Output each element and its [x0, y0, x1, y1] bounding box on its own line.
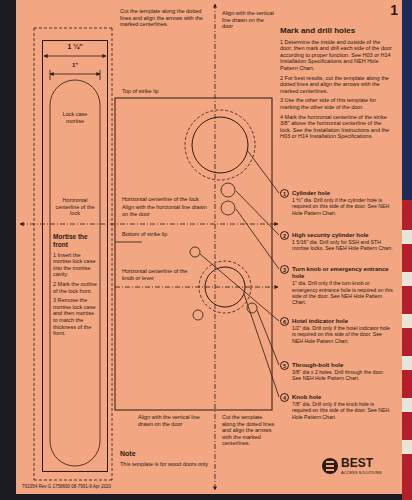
mortise-panel: Lock case mortiseHorizontal centerline o…	[42, 40, 108, 472]
centerline-label: Horizontal centerline of the lock	[122, 196, 212, 203]
callout-heading: Hotel indicator hole	[292, 318, 394, 325]
instruction-step: 2 For best results, cut the template alo…	[280, 75, 394, 95]
callout-text: 1/2" dia. Drill only if the hotel indica…	[292, 325, 394, 344]
part-number: T61954 Rev G 1758690 08-7991-9 Apr 2020	[22, 484, 192, 489]
callout-heading: High security cylinder hole	[292, 232, 394, 239]
instruction-step: 3 Use the other side of this template fo…	[280, 97, 394, 110]
align-note: Align with the vertical line drawn on th…	[222, 10, 274, 30]
paper-sheet	[16, 0, 402, 494]
note-heading: Note	[120, 450, 180, 458]
callout-item: 4Knob hole7/8" dia. Drill only if the kn…	[280, 393, 394, 420]
centerline-label: Horizontal centerline of the lock	[53, 197, 97, 217]
template-lines	[20, 4, 279, 490]
callout-text: 1 ½" dia. Drill only if the cylinder hol…	[292, 197, 394, 216]
logo-mark	[322, 458, 338, 474]
dimension: 1"	[60, 62, 90, 69]
callout-number: 1	[280, 189, 289, 198]
align-note: Align with the vertical line drawn on th…	[138, 414, 210, 427]
callout-number: 5	[280, 361, 289, 370]
callout-number: 6	[280, 317, 289, 326]
section-heading: Mortise the front	[53, 233, 97, 249]
instruction-step: 3 Remove the mortise lock case and then …	[53, 297, 97, 337]
note-text: This template is for wood doors only	[120, 461, 210, 468]
callout-item: 6Hotel indicator hole1/2" dia. Drill onl…	[280, 317, 394, 344]
section-heading: Mark and drill holes	[280, 26, 394, 36]
strike-lip-label: Bottom of strike lip	[122, 231, 202, 238]
instruction-step: 4 Mark the horizontal centerline of the …	[280, 114, 394, 140]
callout-heading: Turn knob or emergency entrance hole	[292, 266, 394, 280]
callout-text: 1" dia. Drill only if the turn knob or e…	[292, 280, 394, 305]
instruction-step: 1 Insert the mortise lock case into the …	[53, 252, 97, 278]
dimension: 1 ¼"	[52, 43, 98, 51]
callout-heading: Knob hole	[292, 394, 394, 401]
flag-stripes	[402, 0, 412, 500]
callout-text: 1 5/16" dia. Drill only for SSH and STH …	[292, 239, 394, 251]
brand-name: BEST	[341, 456, 397, 470]
align-note: Align with the horizontal line drawn on …	[122, 204, 212, 217]
callout-heading: Through-bolt hole	[292, 362, 394, 369]
callout-number: 3	[280, 265, 289, 274]
callout-item: 3Turn knob or emergency entrance hole1" …	[280, 265, 394, 305]
callout-heading: Cylinder hole	[292, 190, 394, 197]
cut-instruction: Cut the template along the dotted lines …	[120, 8, 208, 28]
callout-number: 4	[280, 393, 289, 402]
instruction-step: 1 Determine the inside and outside of th…	[280, 39, 394, 72]
strike-lip-label: Top of strike lip	[122, 88, 202, 95]
instruction-step: 2 Mark the outline of the lock front.	[53, 281, 97, 294]
cut-instruction: Cut the template along the dotted lines …	[222, 414, 276, 447]
callout-text: 7/8" dia. Drill only if the knob hole is…	[292, 401, 394, 420]
callout-item: 2High security cylinder hole1 5/16" dia.…	[280, 231, 394, 252]
callout-item: 5Through-bolt hole3/8" dia x 2 holes. Dr…	[280, 361, 394, 382]
page-number: 1	[372, 2, 398, 19]
callout-text: 3/8" dia x 2 holes. Drill through the do…	[292, 369, 394, 381]
callout-number: 2	[280, 231, 289, 240]
callout-item: 1Cylinder hole1 ½" dia. Drill only if th…	[280, 189, 394, 216]
part-name: Lock case mortise	[53, 111, 97, 124]
brand-tagline: ACCESS SOLUTIONS	[341, 471, 397, 476]
centerline-label: Horizontal centerline of the knob or lev…	[122, 268, 192, 281]
